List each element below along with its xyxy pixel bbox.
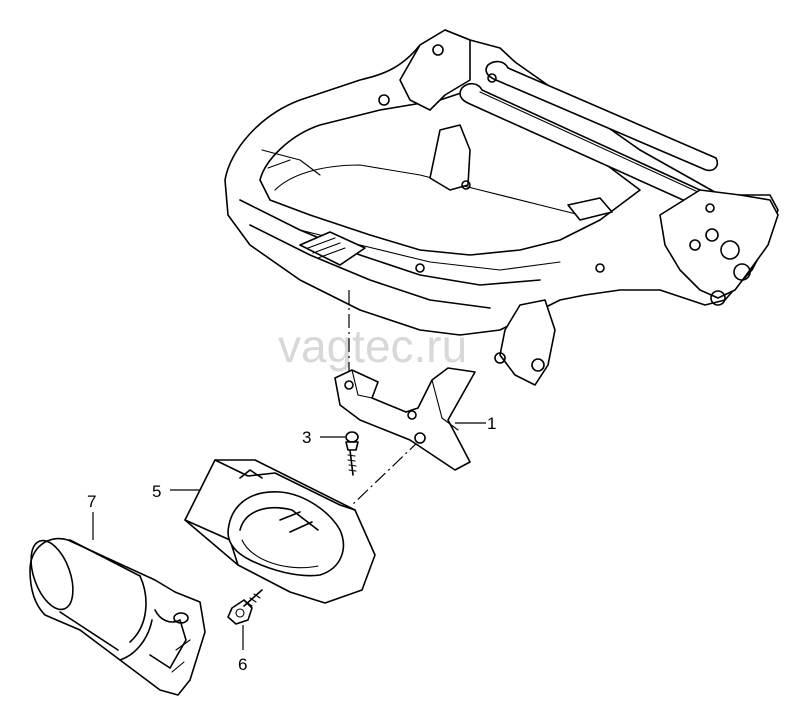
bolt-part-6 [227, 589, 263, 625]
callout-5: 5 [152, 482, 161, 501]
callout-7: 7 [87, 492, 96, 511]
motor-part-7 [29, 537, 206, 696]
callout-1: 1 [487, 414, 496, 433]
seat-frame [224, 29, 779, 386]
callout-6: 6 [238, 655, 247, 674]
callout-3: 3 [302, 428, 311, 447]
stud-part-3 [345, 431, 359, 476]
bracket-part-1 [334, 367, 476, 471]
housing-part-5 [184, 459, 376, 604]
